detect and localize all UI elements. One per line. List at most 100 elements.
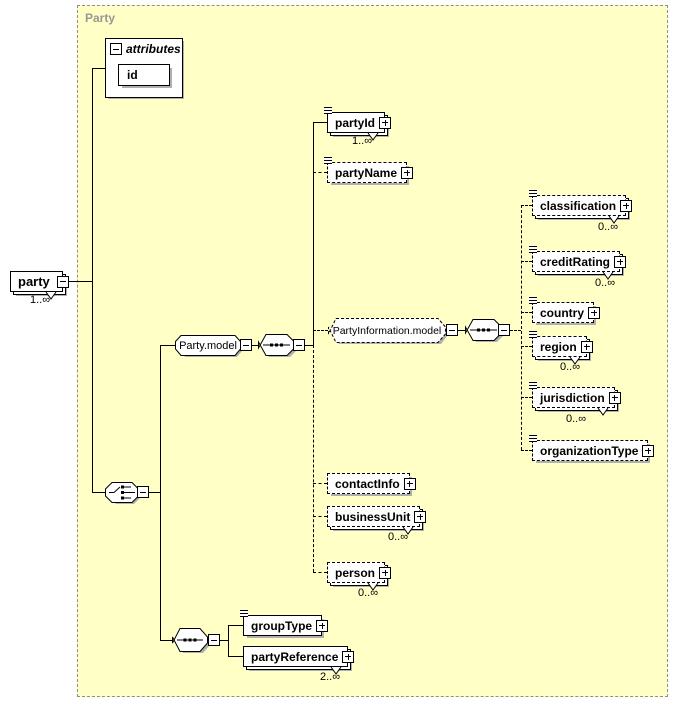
- occurrence-label-partyId: 1..∞: [352, 135, 373, 147]
- sequence-icon[interactable]: [258, 334, 296, 357]
- choice-icon[interactable]: [105, 482, 140, 504]
- expand-jurisdiction-button[interactable]: [608, 391, 621, 404]
- element-person[interactable]: person: [327, 562, 392, 591]
- element-organizationType-label: organizationType: [540, 443, 639, 458]
- expand-contactInfo-button[interactable]: [403, 477, 416, 490]
- expand-businessUnit-button[interactable]: [414, 510, 427, 523]
- connector-line: [521, 346, 532, 347]
- expand-partyId-button[interactable]: [379, 116, 392, 129]
- complex-content-icon: [529, 246, 537, 253]
- connector-line: [313, 483, 327, 484]
- connector-line: [92, 68, 93, 492]
- sequence-icon[interactable]: [465, 319, 503, 342]
- element-groupType-label: groupType: [251, 618, 313, 633]
- element-country[interactable]: country: [529, 297, 601, 323]
- element-contactInfo-label: contactInfo: [335, 476, 400, 491]
- attribute-id-box[interactable]: id: [118, 64, 170, 86]
- collapse-party-button[interactable]: [56, 275, 69, 288]
- connector-line: [160, 640, 172, 641]
- occurrence-label-person: 0..∞: [358, 587, 379, 599]
- element-groupType[interactable]: groupType: [240, 610, 329, 636]
- collapse-sequence1-button[interactable]: [293, 339, 305, 351]
- complex-content-icon: [529, 435, 537, 442]
- expand-person-button[interactable]: [379, 566, 392, 579]
- connector-line: [149, 492, 160, 493]
- expand-classification-button[interactable]: [620, 199, 633, 212]
- connector-line: [252, 345, 258, 346]
- connector-line: [521, 205, 532, 206]
- collapse-partyinformation-model-button[interactable]: [446, 324, 458, 336]
- attribute-id-label: id: [127, 68, 138, 82]
- collapse-sequence3-button[interactable]: [208, 634, 220, 646]
- expand-region-button[interactable]: [580, 340, 593, 353]
- element-region-label: region: [540, 339, 577, 354]
- collapse-choice-button[interactable]: [137, 486, 149, 498]
- occurrence-label-jurisdiction: 0..∞: [566, 413, 587, 425]
- sequence-icon[interactable]: [172, 628, 209, 653]
- element-jurisdiction[interactable]: jurisdiction: [529, 382, 621, 416]
- element-classification-label: classification: [540, 198, 617, 213]
- connector-line: [66, 281, 92, 282]
- complex-content-icon: [240, 610, 248, 617]
- multi-occurrence-notch-icon: [402, 527, 414, 535]
- multi-occurrence-notch-icon: [367, 583, 379, 591]
- expand-groupType-button[interactable]: [316, 619, 329, 632]
- occurrence-label-partyReference: 2..∞: [320, 671, 341, 683]
- partyinformation-model-label: PartyInformation.model: [332, 324, 442, 337]
- element-creditRating-label: creditRating: [540, 254, 611, 269]
- connector-line: [305, 345, 313, 346]
- element-region[interactable]: region: [529, 331, 593, 365]
- element-party-label: party: [18, 274, 50, 289]
- party-model-label: Party.model: [179, 339, 237, 352]
- connector-line: [313, 122, 327, 123]
- occurrence-label-party: 1..∞: [30, 294, 51, 306]
- element-partyReference-label: partyReference: [251, 649, 339, 664]
- element-organizationType[interactable]: organizationType: [529, 435, 655, 461]
- element-partyId-label: partyId: [335, 115, 376, 130]
- element-partyReference[interactable]: partyReference: [243, 646, 355, 675]
- collapse-attributes-button[interactable]: [110, 43, 122, 55]
- complex-content-icon: [324, 157, 332, 164]
- attributes-label: attributes: [126, 42, 181, 56]
- connector-line: [313, 345, 314, 572]
- container-title: Party: [85, 11, 116, 25]
- connector-line: [313, 172, 327, 173]
- element-partyName[interactable]: partyName: [324, 157, 414, 183]
- occurrence-label-classification: 0..∞: [598, 221, 619, 233]
- element-classification[interactable]: classification: [529, 190, 633, 224]
- element-businessUnit[interactable]: businessUnit: [327, 506, 427, 535]
- occurrence-label-region: 0..∞: [560, 361, 581, 373]
- model-group-party-model[interactable]: Party.model: [175, 335, 242, 357]
- element-contactInfo[interactable]: contactInfo: [327, 473, 416, 494]
- connector-line: [228, 625, 229, 656]
- collapse-party-model-button[interactable]: [240, 339, 252, 351]
- connector-line: [313, 572, 327, 573]
- model-group-partyinformation-model[interactable]: PartyInformation.model: [328, 318, 447, 344]
- expand-country-button[interactable]: [588, 306, 601, 319]
- element-partyId[interactable]: partyId: [324, 107, 392, 141]
- occurrence-label-businessUnit: 0..∞: [388, 531, 409, 543]
- expand-organizationType-button[interactable]: [642, 444, 655, 457]
- multi-occurrence-notch-icon: [45, 292, 57, 300]
- connector-line: [313, 330, 328, 331]
- multi-occurrence-notch-icon: [330, 667, 342, 675]
- element-partyName-label: partyName: [335, 165, 398, 180]
- complex-content-icon: [324, 107, 332, 114]
- occurrence-label-creditRating: 0..∞: [595, 277, 616, 289]
- element-creditRating[interactable]: creditRating: [529, 246, 627, 280]
- expand-creditRating-button[interactable]: [614, 255, 627, 268]
- expand-partyName-button[interactable]: [401, 166, 414, 179]
- element-country-label: country: [540, 305, 585, 320]
- complex-content-icon: [529, 190, 537, 197]
- collapse-sequence2-button[interactable]: [498, 324, 510, 336]
- multi-occurrence-notch-icon: [597, 408, 609, 416]
- element-party[interactable]: party: [10, 271, 69, 300]
- complex-content-icon: [529, 382, 537, 389]
- complex-content-icon: [529, 297, 537, 304]
- multi-occurrence-notch-icon: [602, 272, 614, 280]
- connector-line: [458, 330, 465, 331]
- expand-partyReference-button[interactable]: [342, 650, 355, 663]
- attributes-box: attributes id: [105, 38, 183, 98]
- connector-line: [92, 492, 105, 493]
